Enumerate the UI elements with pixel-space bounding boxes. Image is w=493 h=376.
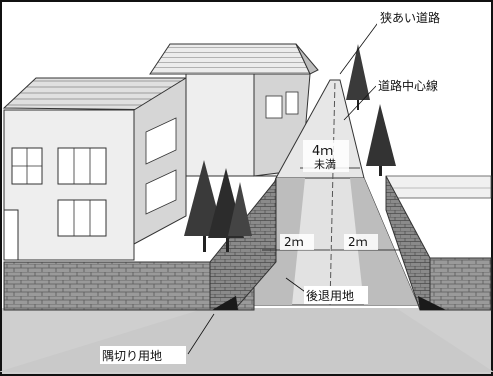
corner-cut-left — [212, 296, 238, 310]
setback-right — [350, 178, 418, 305]
label-narrow-road: 狭あい道路 — [380, 10, 440, 25]
back-house — [149, 43, 319, 177]
label-setback-land: 後退用地 — [306, 289, 354, 303]
road-center-line — [329, 79, 336, 306]
tree-right-near — [366, 104, 396, 176]
label-right-setback: 2ｍ — [348, 235, 368, 249]
tree-left-group — [184, 160, 252, 252]
leader-narrow-road — [339, 19, 381, 75]
corner-cut-right — [418, 296, 446, 310]
label-left-setback: 2ｍ — [284, 235, 304, 249]
leader-corner-cut — [187, 313, 215, 355]
left-house — [2, 77, 187, 261]
label-corner-cut-land: 隅切り用地 — [102, 349, 162, 363]
leader-center-line — [343, 85, 377, 121]
label-road-center-line: 道路中心線 — [378, 78, 438, 93]
label-width-value: 4ｍ — [312, 144, 333, 159]
back-fence — [385, 175, 492, 199]
label-width-suffix: 未満 — [314, 158, 336, 171]
